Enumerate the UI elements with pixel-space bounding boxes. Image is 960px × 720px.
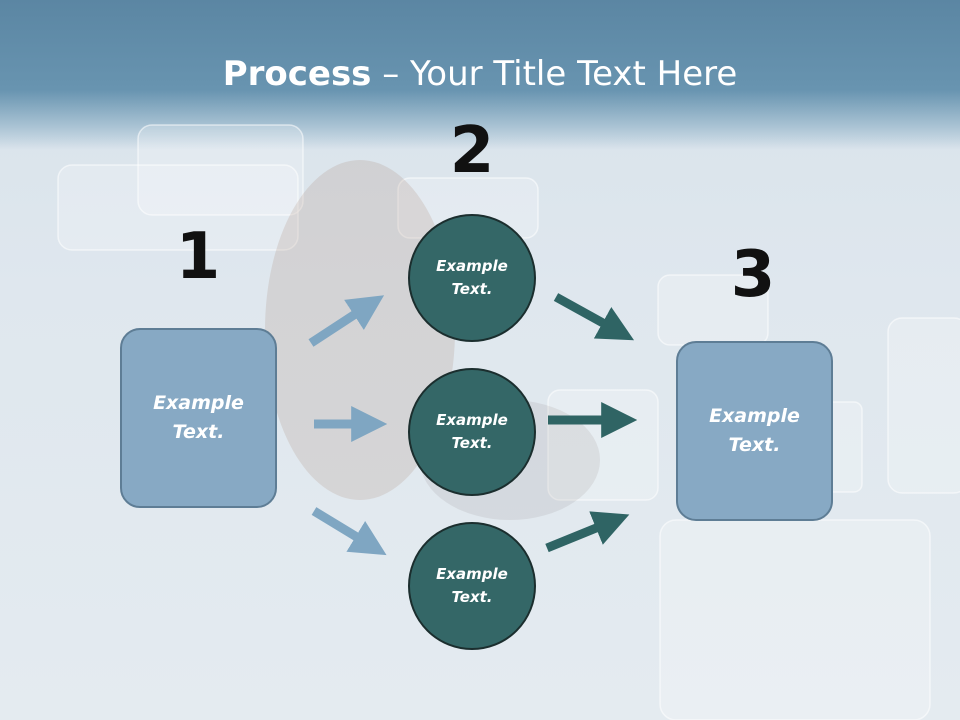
right-box-text: Example Text. — [709, 405, 800, 456]
step-number-1: 1 — [175, 220, 221, 294]
process-circle-top: Example Text. — [408, 214, 536, 342]
step-number-2: 2 — [449, 114, 495, 188]
title-rest: – Your Title Text Here — [371, 54, 738, 94]
left-process-box: Example Text. — [120, 328, 277, 508]
slide-title: Process – Your Title Text Here — [0, 52, 960, 96]
arrow-right-up-icon — [308, 295, 385, 347]
circle-middle-text: Example Text. — [436, 411, 508, 452]
process-circle-bottom: Example Text. — [408, 522, 536, 650]
circle-top-text: Example Text. — [436, 257, 508, 298]
process-circle-middle: Example Text. — [408, 368, 536, 496]
circle-bottom-text: Example Text. — [436, 565, 508, 606]
step-number-3: 3 — [730, 238, 776, 312]
arrow-right-down-icon — [311, 507, 387, 556]
right-process-box: Example Text. — [676, 341, 833, 521]
title-bold: Process — [222, 54, 372, 94]
left-box-text: Example Text. — [153, 392, 244, 443]
arrow-dark-right-up-icon — [545, 511, 630, 553]
arrow-dark-right-down-icon — [553, 293, 635, 341]
